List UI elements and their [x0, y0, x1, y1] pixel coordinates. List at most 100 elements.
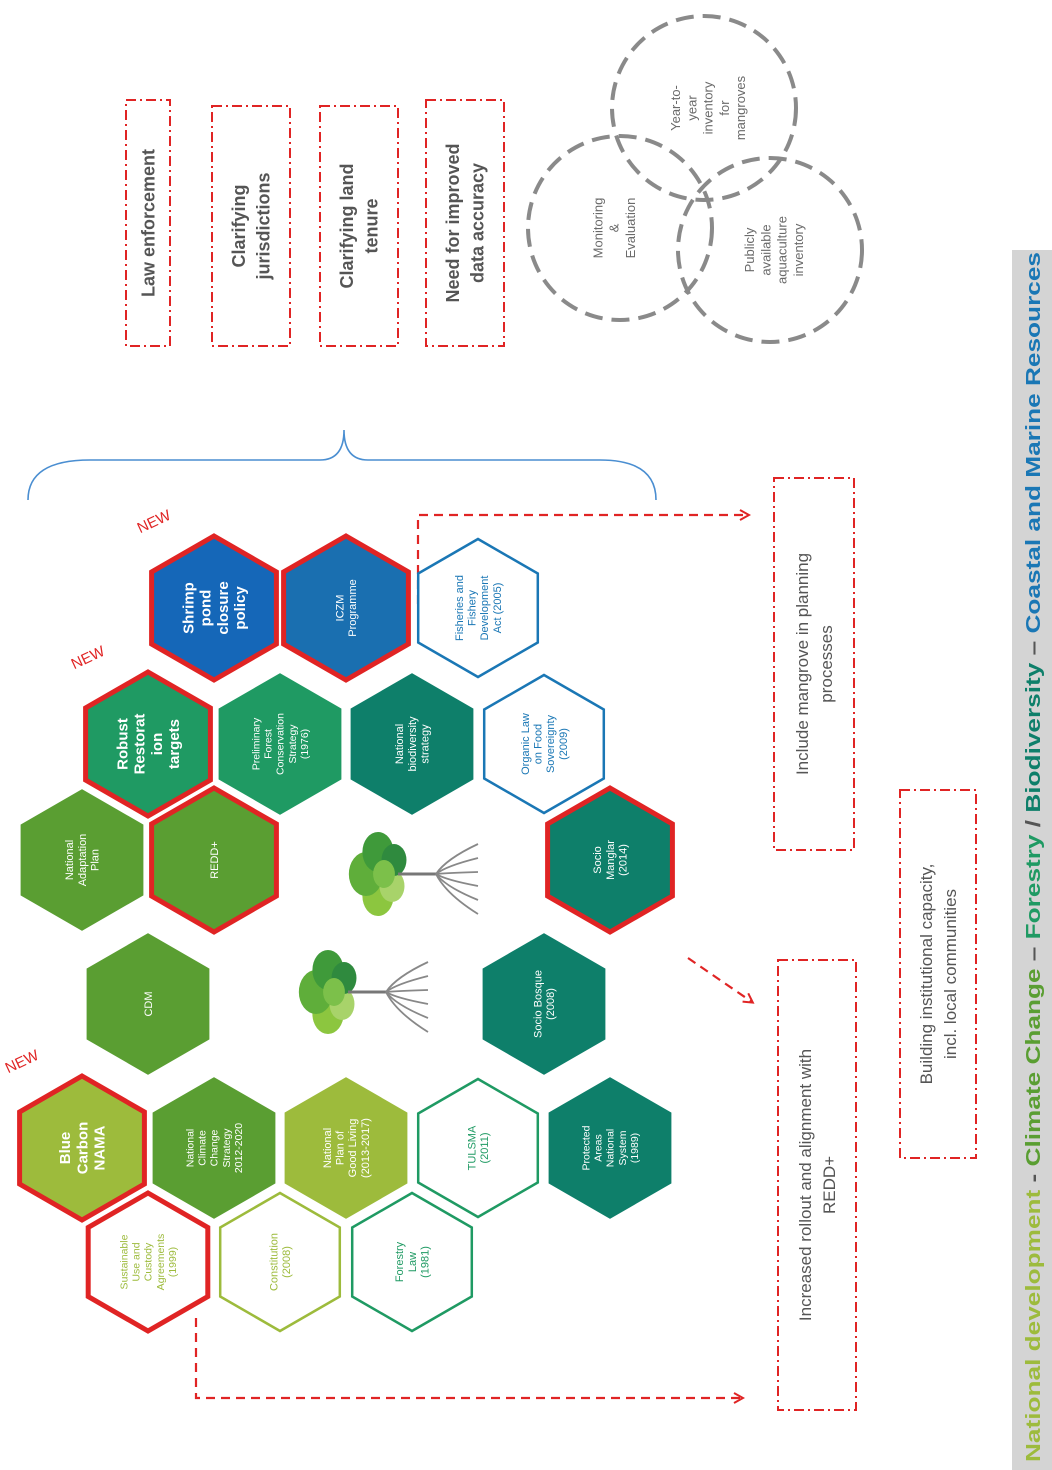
hexagon-label-organic-law-food-sovereignty: Organic Lawon FoodSovereignty(2009)	[520, 713, 570, 775]
hexagon-label-fisheries-development-act-text: Fisheries andFisheryDevelopmentAct (2005…	[454, 575, 504, 641]
circle-aquaculture-inventory: Publiclyavailableaquacultureinventory	[676, 156, 864, 344]
legend-segment: Coastal and Marine Resources	[1022, 252, 1045, 634]
text-line: Areas	[593, 1134, 605, 1161]
hexagon-label-tulsma-text: TULSMA(2011)	[467, 1125, 492, 1170]
legend-bar	[1012, 250, 1052, 1470]
text-line: (2011)	[479, 1133, 491, 1164]
text-line: Building institutional capacity,	[917, 864, 936, 1085]
text-line: Carbon	[74, 1122, 91, 1175]
text-line: Preliminary	[251, 717, 263, 770]
text-line: incl. local communities	[941, 889, 960, 1059]
hexagon-label-shrimp-pond-closure-text: Shrimppondclosurepolicy	[180, 581, 249, 634]
challenge-box-law-enforcement: Law enforcement	[125, 99, 171, 347]
hexagon-label-iczm-programme-text: ICZMProgramme	[335, 579, 360, 636]
hexagon-shape	[216, 670, 344, 818]
hexagon-national-adaptation-plan: NationalAdaptationPlan	[18, 786, 146, 934]
text-line: pond	[198, 590, 215, 627]
legend-segment: Climate Change	[1022, 968, 1045, 1166]
hexagon-national-biodiversity-strategy: Nationalbiodiversitystrategy	[348, 670, 476, 818]
hexagon-shape	[482, 673, 606, 815]
text-line: Year-to-	[668, 85, 683, 131]
text-line: Use and	[131, 1242, 143, 1281]
text-line: Manglar	[605, 840, 617, 880]
hexagon-shape	[281, 533, 411, 683]
dashed-arrow	[194, 1318, 742, 1398]
hexagon-iczm-programme: ICZMProgramme	[281, 533, 411, 683]
outcome-box-building-capacity: Building institutional capacity, incl. lo…	[899, 789, 977, 1159]
hexagon-forestry-law: ForestryLaw(1981)	[350, 1191, 474, 1333]
hexagon-label-socio-bosque: Socio Bosque(2008)	[533, 970, 558, 1038]
text-line: Blue	[57, 1132, 74, 1165]
circle-label-aquaculture-inventory-text: Publiclyavailableaquacultureinventory	[742, 216, 806, 284]
text-line: National	[394, 724, 406, 764]
hexagon-label-blue-carbon-nama-text: BlueCarbonNAMA	[57, 1122, 109, 1175]
text-line: Programme	[347, 579, 359, 636]
text-line: 2012-2020	[233, 1123, 245, 1173]
sector-legend-text: National development - Climate Change – …	[1022, 252, 1045, 1462]
mangrove-tree-icon	[298, 950, 429, 1034]
text-line: Act (2005)	[492, 583, 504, 634]
text-line: Conservation	[275, 713, 287, 775]
hexagon-shape	[218, 1191, 342, 1333]
text-line: System	[617, 1130, 629, 1165]
hexagon-label-national-biodiversity-strategy-text: Nationalbiodiversitystrategy	[394, 716, 431, 772]
text-line: (2008)	[281, 1246, 293, 1278]
hexagon-label-constitution: Constitution(2008)	[269, 1233, 294, 1291]
text-line: Publicly	[742, 227, 757, 272]
circle-label-aquaculture-inventory: Publiclyavailableaquacultureinventory	[742, 216, 806, 284]
hexagon-fisheries-development-act: Fisheries andFisheryDevelopmentAct (2005…	[416, 537, 540, 679]
text-line: Fisheries and	[454, 575, 466, 641]
text-line: National	[185, 1129, 197, 1168]
text-line: jurisdictions	[253, 172, 273, 280]
hexagon-label-protected-areas: ProtectedAreasNationalSystem(1989)	[581, 1125, 641, 1170]
legend-text-group: National development - Climate Change – …	[1022, 252, 1045, 1462]
text-line: closure	[215, 581, 232, 634]
text-line: Change	[209, 1129, 221, 1166]
text-line: Strategy	[287, 724, 299, 764]
text-line: REDD+	[209, 841, 221, 879]
hexagon-shape	[84, 930, 212, 1078]
monitoring-circles: Monitoring&Evaluation Year-to-yearinvento…	[526, 14, 864, 344]
hexagon-label-preliminary-forest-conservation: PreliminaryForestConservationStrategy(19…	[251, 713, 311, 775]
text-line: Plan of	[335, 1130, 347, 1165]
hexagon-shrimp-pond-closure: Shrimppondclosurepolicy NEW	[135, 506, 279, 683]
connectors	[27, 429, 752, 1398]
text-line: (2009)	[558, 728, 570, 760]
text-line: Restorat	[132, 714, 149, 775]
hexagon-label-socio-manglar: SocioManglar(2014)	[592, 840, 629, 880]
text-line: Adaptation	[77, 834, 89, 887]
dashed-arrow	[687, 957, 752, 1002]
new-badge: NEW	[135, 506, 175, 537]
hexagon-preliminary-forest-conservation: PreliminaryForestConservationStrategy(19…	[216, 670, 344, 818]
hexagon-shape	[17, 1073, 147, 1223]
hexagon-label-cdm: CDM	[143, 991, 155, 1016]
legend-segment: –	[1022, 939, 1045, 968]
text-line: Shrimp	[180, 582, 197, 634]
outcome-label-building-capacity: Building institutional capacity, incl. lo…	[917, 864, 960, 1085]
text-line: aquaculture	[775, 216, 790, 284]
hexagon-label-cdm-text: CDM	[143, 991, 155, 1016]
text-line: Socio	[592, 846, 604, 874]
text-line: Protected	[581, 1125, 593, 1170]
text-line: Increased rollout and alignment with	[796, 1049, 815, 1321]
text-line: Evaluation	[623, 198, 638, 259]
text-line: processes	[817, 625, 836, 702]
circle-label-year-to-year-inventory-text: Year-to-yearinventoryformangroves	[668, 75, 748, 140]
text-line: inventory	[701, 81, 716, 134]
circle-label-monitoring-evaluation: Monitoring&Evaluation	[590, 198, 638, 259]
hexagon-label-forestry-law: ForestryLaw(1981)	[394, 1241, 431, 1282]
hexagon-label-national-biodiversity-strategy: Nationalbiodiversitystrategy	[394, 716, 431, 772]
hexagon-national-climate-change-strategy: NationalClimateChangeStrategy2012-2020	[150, 1074, 278, 1222]
hexagon-shape	[18, 786, 146, 934]
hexagon-shape	[480, 930, 608, 1078]
text-line: Sovereignty	[545, 714, 557, 773]
text-line: &	[607, 223, 622, 232]
text-line: Custody	[143, 1242, 155, 1281]
